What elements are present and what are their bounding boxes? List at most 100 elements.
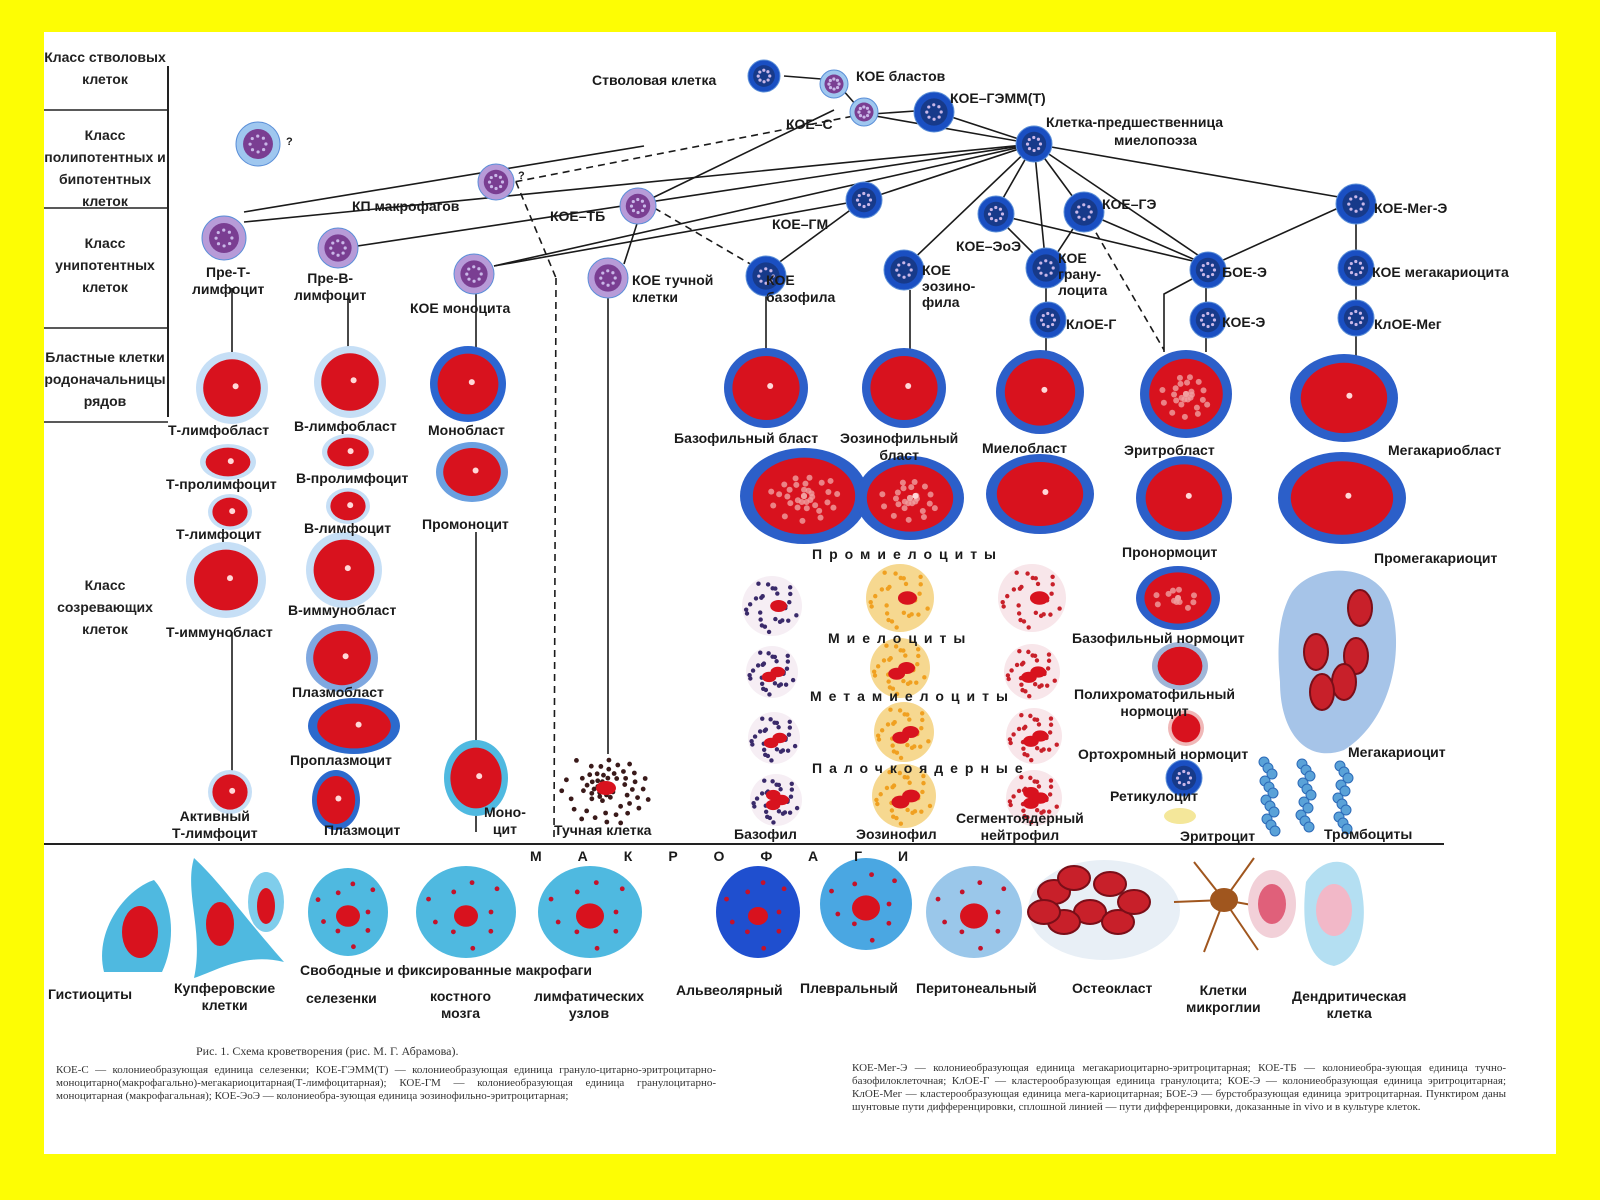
class-label-polypotent: Класс полипотентных и бипотентных клеток: [44, 127, 166, 209]
label-b-prolymphocyte: В-пролимфоцит: [296, 470, 409, 486]
band-neutrophil-cell: [1006, 708, 1062, 764]
label-alveolar: Альвеолярный: [676, 982, 783, 998]
connection-line: [493, 143, 1035, 267]
connection-line: [1083, 211, 1165, 351]
label-b-lymphoblast: В-лимфобласт: [294, 418, 397, 434]
koe-meg-e-cell: [1335, 183, 1377, 225]
label-kloe-meg: КлОЕ-Мег: [1374, 316, 1442, 332]
active-t-lymphocyte-cell: [208, 770, 252, 814]
label-basophilic-blast: Базофильный бласт: [674, 430, 819, 446]
koe-basophil-cell: [745, 255, 787, 297]
label-bone-marrow: костного мозга: [430, 988, 492, 1021]
promonocyte-cell: [436, 442, 508, 502]
label-promonocyte: Промоноцит: [422, 516, 509, 532]
label-monoblast: Монобласт: [428, 422, 505, 438]
spleen-macrophage-cell: [308, 868, 388, 956]
stem-cell: [747, 59, 781, 93]
label-microglia: Клетки микроглии: [1186, 982, 1261, 1015]
proplasmocyte-cell: [308, 698, 400, 754]
label-stem-cell: Стволовая клетка: [592, 72, 717, 88]
label-t-prolymphocyte: Т-пролимфоцит: [166, 476, 277, 492]
label-question-1: ?: [286, 136, 293, 148]
megakaryocyte-cell: [1278, 570, 1397, 754]
label-promyelocytes: Промиелоциты: [812, 546, 1004, 562]
koe-tb-cell: [619, 187, 657, 225]
mast-cell: [559, 757, 651, 826]
promyelocyte-eosinophil-cell: [856, 456, 964, 540]
label-question-2: ?: [518, 170, 525, 182]
promyelocyte-neutrophil-cell: [986, 454, 1094, 534]
osteoclast-cell: [1027, 860, 1180, 960]
class-label-unipotent: Класс унипотентных клеток: [55, 235, 155, 295]
monoblast-cell: [430, 346, 506, 422]
label-kupffer-cells: Купферовские клетки: [174, 980, 276, 1013]
band-eosinophil-cell: [874, 702, 934, 762]
label-koe-gemm: КОЕ–ГЭММ(Т): [950, 90, 1046, 106]
label-macrophages-header: МАКРОФАГИ: [530, 848, 945, 864]
label-plasmocyte: Плазмоцит: [324, 822, 401, 838]
label-erythroblast: Эритробласт: [1124, 442, 1215, 458]
connection-line: [1033, 143, 1357, 201]
label-myelo-progenitor-2: миелопоэза: [1114, 132, 1197, 148]
connection-line: [1209, 199, 1357, 267]
monocyte-cell: [444, 740, 508, 816]
label-koe-mast: КОЕ тучной клетки: [632, 272, 714, 305]
label-pre-t: Пре-Т- лимфоцит: [192, 264, 265, 297]
t-lymphoblast-cell: [196, 352, 268, 424]
class-label-maturing: Класс созревающих клеток: [57, 577, 153, 637]
cells-layer: [102, 59, 1406, 978]
connection-line: [343, 143, 1035, 249]
connection-line: [515, 181, 557, 279]
label-koe-meg-e: КОЕ-Мег-Э: [1374, 200, 1448, 216]
label-eosinophil: Эозинофил: [856, 826, 937, 842]
label-koe-ge: КОЕ–ГЭ: [1102, 196, 1157, 212]
label-mast-cell: Тучная клетка: [554, 822, 652, 838]
class-label-stem: Класс стволовых клеток: [44, 49, 166, 87]
label-segmented-neutrophil: Сегментоядерный нейтрофил: [956, 810, 1084, 843]
label-spleen: селезенки: [306, 990, 377, 1006]
connection-line: [1083, 211, 1215, 269]
hematopoiesis-sheet: Класс стволовых клеток Класс полипотентн…: [44, 32, 1556, 1154]
pre-b-lymphocyte-cell: [317, 227, 359, 269]
eosinophil-cell: [872, 764, 936, 828]
promegakaryocyte-cell: [1278, 452, 1406, 544]
label-basophil: Базофил: [734, 826, 797, 842]
label-b-lymphocyte: В-лимфоцит: [304, 520, 392, 536]
label-promegakaryocyte: Промегакариоцит: [1374, 550, 1498, 566]
label-histiocytes: Гистиоциты: [48, 986, 133, 1002]
label-pleural: Плевральный: [800, 980, 899, 996]
myelopoiesis-progenitor-cell: [1015, 125, 1053, 163]
metamyelocyte-basophil-cell: [746, 646, 798, 698]
label-megakaryoblast: Мегакариобласт: [1388, 442, 1502, 458]
hematopoiesis-diagram: [44, 59, 1444, 978]
label-reticulocyte: Ретикулоцит: [1110, 788, 1198, 804]
connection-line: [553, 277, 557, 841]
pleural-macrophage-cell: [820, 858, 912, 950]
segmented-neutrophil-cell: [1006, 770, 1062, 826]
koe-granulocyte-cell: [1025, 247, 1067, 289]
connection-line: [1033, 143, 1215, 267]
kloe-g-cell: [1029, 301, 1067, 339]
macrophage-progenitor-cell: [477, 163, 515, 201]
label-koe-tb: КОЕ–ТБ: [550, 208, 606, 224]
label-pre-b: Пре-В- лимфоцит: [294, 270, 367, 303]
bone-marrow-macrophage-cell: [416, 866, 516, 958]
b-immunoblast-cell: [306, 532, 382, 608]
koe-eosinophil-cell: [883, 249, 925, 291]
label-myeloblast: Миелобласт: [982, 440, 1067, 456]
label-basophilic-normocyte: Базофильный нормоцит: [1072, 630, 1245, 646]
label-myelo-progenitor-1: Клетка-предшественница: [1046, 114, 1224, 130]
label-koe-s: КОЕ–С: [786, 116, 833, 132]
t-immunoblast-cell: [186, 542, 266, 618]
unknown-progenitor-cell: [235, 121, 281, 167]
caption-right: КОЕ-Мег-Э — колониеобразующая единица ме…: [852, 1062, 1506, 1113]
label-plasmoblast: Плазмобласт: [292, 684, 384, 700]
koe-blast-cell: [819, 69, 849, 99]
metamyelocyte-eosinophil-cell: [870, 638, 930, 698]
promyelocyte-basophil-cell: [740, 448, 868, 544]
connection-line: [1033, 143, 1047, 269]
koe-megakaryocyte-cell: [1337, 249, 1375, 287]
koe-monocyte-cell: [453, 253, 495, 295]
b-lymphocyte-cell: [326, 488, 370, 524]
kupffer-cell: [191, 858, 284, 978]
